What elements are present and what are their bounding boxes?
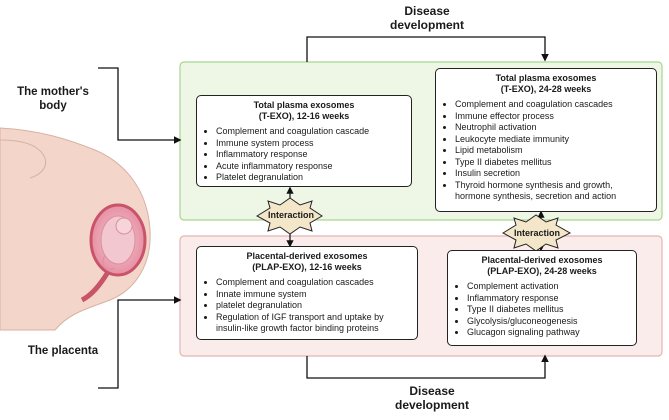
plap-early-box: Placental-derived exosomes (PLAP-EXO), 1… — [196, 246, 418, 340]
list-item: Glycolysis/gluconeogenesis — [467, 316, 629, 328]
list-item: Innate immune system — [216, 289, 410, 301]
plap-late-list: Complement activation Inflammatory respo… — [455, 281, 629, 339]
placenta-bracket-connector — [98, 296, 182, 389]
texo-early-title: Total plasma exosomes (T-EXO), 12-16 wee… — [204, 100, 404, 122]
texo-late-list: Complement and coagulation cascades Immu… — [443, 99, 649, 203]
list-item: Regulation of IGF transport and uptake b… — [216, 312, 410, 335]
plap-early-title: Placental-derived exosomes (PLAP-EXO), 1… — [204, 251, 410, 273]
list-item: Immune system process — [216, 138, 404, 150]
placenta-label: The placenta — [27, 345, 99, 357]
mother-label: The mother's body — [17, 86, 89, 112]
list-item: Glucagon signaling pathway — [467, 327, 629, 339]
list-item: Inflammatory response — [467, 293, 629, 305]
texo-early-list: Complement and coagulation cascade Immun… — [204, 126, 404, 184]
texo-early-title-line2: (T-EXO), 12-16 weeks — [258, 111, 350, 121]
list-item: Complement activation — [467, 281, 629, 293]
disease-arrow-bottom — [306, 354, 549, 379]
mother-bracket-connector — [98, 67, 182, 144]
plap-early-title-line2: (PLAP-EXO), 12-16 weeks — [252, 262, 362, 272]
plap-late-title-line1: Placental-derived exosomes — [481, 255, 603, 265]
list-item: Complement and coagulation cascades — [455, 99, 649, 111]
interaction-star-right — [501, 214, 572, 252]
plap-early-list: Complement and coagulation cascades Inna… — [204, 277, 410, 335]
list-item: Thyroid hormone synthesis and growth, ho… — [455, 180, 649, 203]
list-item: Immune effector process — [455, 111, 649, 123]
plap-early-title-line1: Placental-derived exosomes — [246, 251, 368, 261]
list-item: Leukocyte mediate immunity — [455, 134, 649, 146]
list-item: Neutrophil activation — [455, 122, 649, 134]
disease-development-label-top: Disease development — [389, 4, 464, 32]
disease-development-label-bottom: Disease development — [394, 384, 469, 412]
interaction-star-left — [255, 197, 323, 235]
list-item: Lipid metabolism — [455, 145, 649, 157]
list-item: Insulin secretion — [455, 168, 649, 180]
list-item: Type II diabetes mellitus — [467, 304, 629, 316]
cervix — [80, 270, 111, 303]
list-item: Inflammatory response — [216, 149, 404, 161]
list-item: Platelet degranulation — [216, 172, 404, 184]
texo-late-title-line2: (T-EXO), 24-28 weeks — [500, 84, 592, 94]
plap-late-title: Placental-derived exosomes (PLAP-EXO), 2… — [455, 255, 629, 277]
texo-late-title: Total plasma exosomes (T-EXO), 24-28 wee… — [443, 73, 649, 95]
plap-late-box: Placental-derived exosomes (PLAP-EXO), 2… — [447, 250, 637, 346]
plap-late-title-line2: (PLAP-EXO), 24-28 weeks — [487, 266, 597, 276]
texo-late-box: Total plasma exosomes (T-EXO), 24-28 wee… — [435, 68, 657, 212]
list-item: Acute inflammatory response — [216, 161, 404, 173]
interaction-label-left: Interaction — [267, 210, 314, 220]
pregnant-body-illustration — [0, 127, 151, 331]
interaction-label-right: Interaction — [513, 228, 560, 238]
list-item: platelet degranulation — [216, 300, 410, 312]
list-item: Type II diabetes mellitus — [455, 157, 649, 169]
list-item: Complement and coagulation cascade — [216, 126, 404, 138]
list-item: Complement and coagulation cascades — [216, 277, 410, 289]
texo-early-title-line1: Total plasma exosomes — [253, 100, 355, 110]
disease-arrow-top — [306, 36, 549, 62]
texo-late-title-line1: Total plasma exosomes — [495, 73, 597, 83]
texo-early-box: Total plasma exosomes (T-EXO), 12-16 wee… — [196, 95, 412, 187]
